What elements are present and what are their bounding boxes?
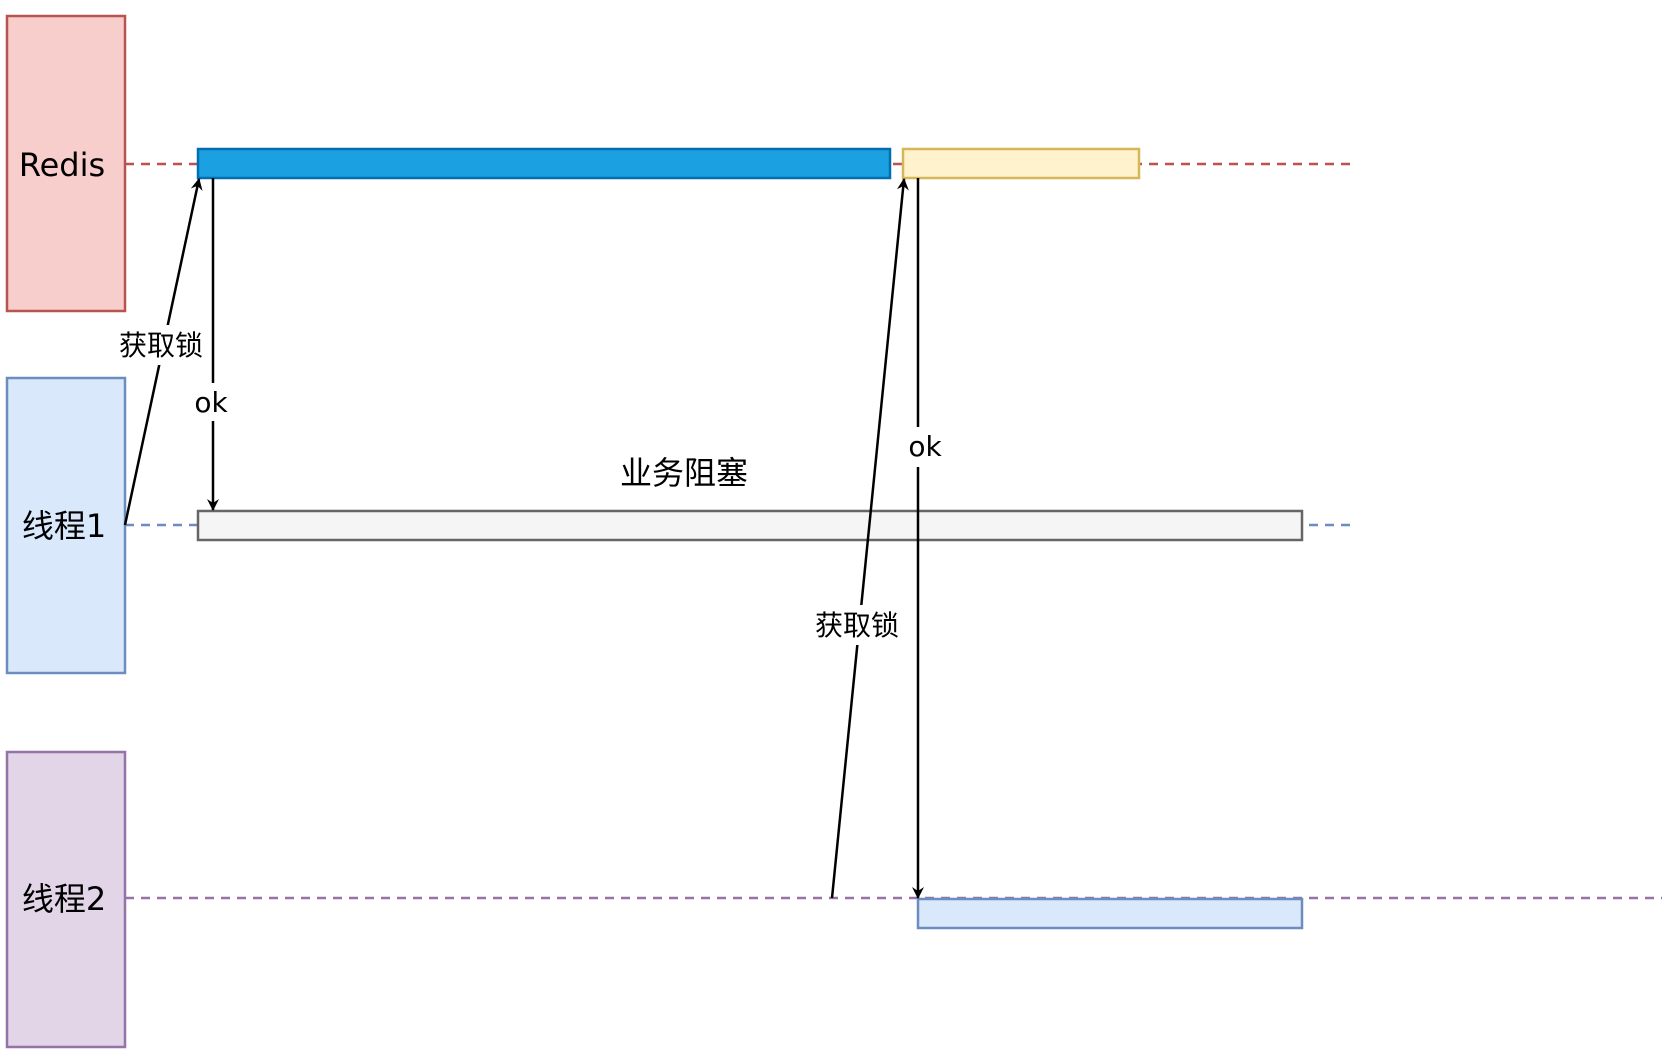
thread1-blocking-bar [196,509,1304,542]
participant-redis: Redis [5,14,127,313]
ok-1-label: ok [194,386,228,419]
acquire-lock-1-label-bg [112,325,210,365]
redis-second-lock-bar [901,147,1141,180]
ok-1-label-bg [190,383,236,421]
acquire-lock-1-label: 获取锁 [119,329,203,362]
thread2-bar [916,897,1304,930]
participant-thread2-box [5,750,127,1049]
business-blocking-label: 业务阻塞 [620,454,748,492]
participant-redis-label: Redis [19,146,105,184]
acquire-lock-2-label-bg [808,605,906,645]
thread2-acquire-lock-arrow [830,178,909,899]
ok-2-label-bg [902,427,952,467]
participant-thread1-box [5,376,127,675]
acquire-lock-2-label: 获取锁 [815,609,899,642]
participant-thread1: 线程1 [5,376,127,675]
ok-2-label: ok [908,430,942,463]
redis-lock-bar [196,147,892,180]
participant-thread1-label: 线程1 [22,507,106,545]
participant-redis-box [5,14,127,313]
participant-thread2: 线程2 [5,750,127,1049]
participant-thread2-label: 线程2 [22,880,106,918]
